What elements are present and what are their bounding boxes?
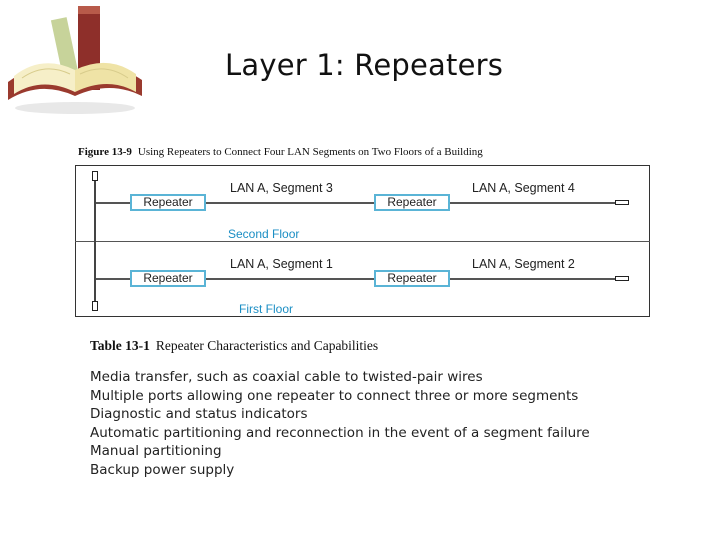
repeater-second-floor-left: Repeater	[130, 194, 206, 211]
repeater-first-floor-left: Repeater	[130, 270, 206, 287]
second-floor-label: Second Floor	[228, 227, 300, 241]
segment-3-label: LAN A, Segment 3	[230, 181, 333, 195]
wire-segment-1	[206, 278, 374, 280]
top-terminator-icon	[92, 171, 98, 181]
wire-segment-2	[450, 278, 616, 280]
vertical-backbone-cable	[94, 180, 96, 306]
table-title: Table 13-1 Repeater Characteristics and C…	[90, 338, 490, 354]
list-item: Multiple ports allowing one repeater to …	[90, 387, 579, 404]
table-title-text: Repeater Characteristics and Capabilitie…	[155, 338, 379, 353]
figure-caption-text: Using Repeaters to Connect Four LAN Segm…	[137, 146, 483, 158]
repeater-second-floor-right: Repeater	[374, 194, 450, 211]
wire-segment-3	[206, 202, 374, 204]
floor-divider	[75, 241, 650, 242]
bottom-terminator-icon	[92, 301, 98, 311]
list-item: Diagnostic and status indicators	[90, 406, 308, 423]
figure-caption: Figure 13-9 Using Repeaters to Connect Fo…	[78, 146, 638, 160]
wire-backbone-to-repeater	[96, 202, 130, 204]
wire-backbone-to-repeater	[96, 278, 130, 280]
first-floor-label: First Floor	[239, 302, 293, 316]
figure-label: Figure 13-9	[78, 146, 132, 158]
table-label: Table 13-1	[90, 338, 150, 353]
list-item: Automatic partitioning and reconnection …	[90, 424, 590, 441]
list-item: Media transfer, such as coaxial cable to…	[90, 369, 483, 385]
segment-2-label: LAN A, Segment 2	[472, 257, 575, 271]
wire-segment-4	[450, 202, 616, 204]
segment-2-terminator-icon	[615, 276, 629, 281]
books-logo-icon	[8, 6, 142, 114]
capabilities-list: Media transfer, such as coaxial cable to…	[90, 368, 650, 480]
list-item: Manual partitioning	[90, 443, 222, 460]
segment-4-terminator-icon	[615, 200, 629, 205]
slide-title: Layer 1: Repeaters	[225, 48, 504, 82]
segment-4-label: LAN A, Segment 4	[472, 181, 575, 195]
repeater-first-floor-right: Repeater	[374, 270, 450, 287]
list-item: Backup power supply	[90, 461, 235, 478]
segment-1-label: LAN A, Segment 1	[230, 257, 333, 271]
